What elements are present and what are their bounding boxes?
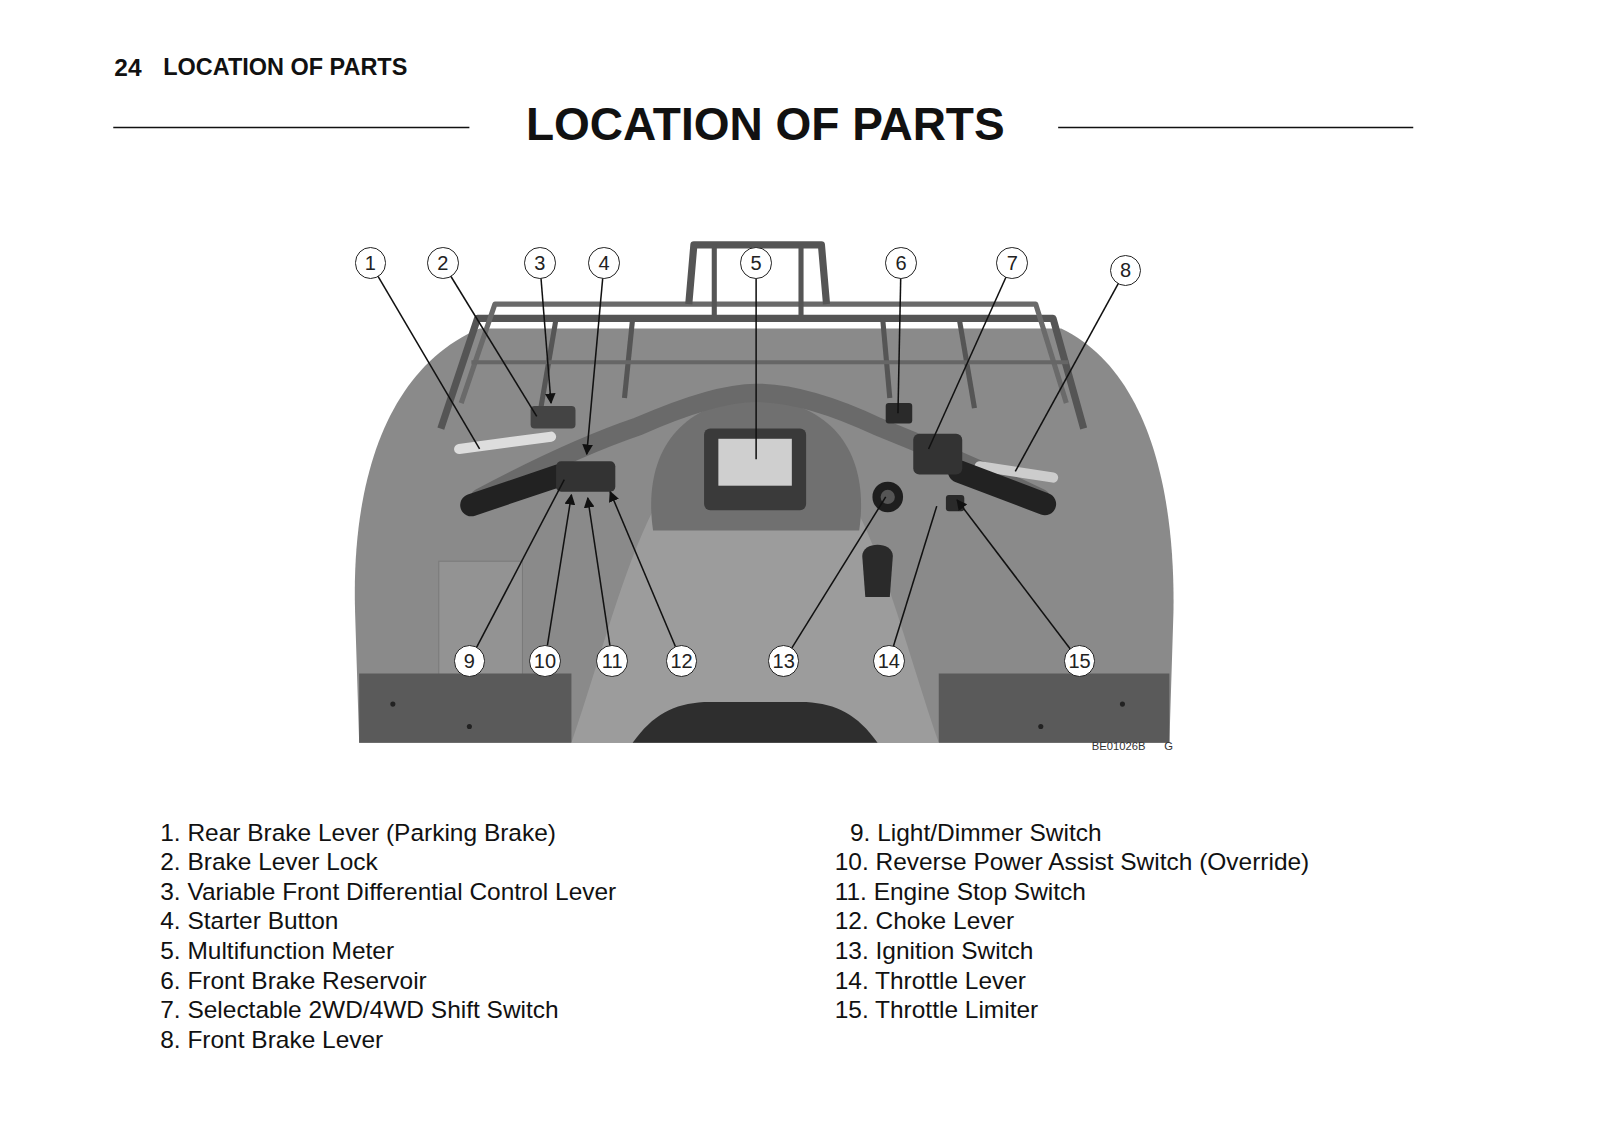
artwork-group [113, 128, 1413, 743]
fender-bolt [390, 702, 395, 707]
callout-number: 14 [878, 651, 900, 671]
leader-line [610, 492, 681, 661]
ignition-switch [872, 482, 903, 513]
callout-number: 10 [534, 651, 556, 671]
part-list-item: 12. Choke Lever [835, 908, 1015, 935]
rack-bar [712, 245, 717, 318]
callout-circle: 14 [873, 645, 905, 677]
leader-line [957, 500, 1079, 661]
title-rule [113, 127, 469, 129]
running-header: LOCATION OF PARTS [163, 55, 407, 81]
callout-circle: 1 [355, 247, 387, 279]
rack-hoop [689, 245, 827, 304]
callout-circle: 10 [529, 645, 561, 677]
leader-line [443, 263, 537, 416]
figure-code: G [1164, 740, 1173, 752]
leader-line [755, 263, 757, 459]
brake-reservoir [886, 403, 913, 423]
callout-number: 6 [895, 253, 906, 273]
right-switch-housing [913, 434, 962, 475]
leader-line [588, 498, 612, 661]
leader-line [469, 480, 564, 662]
shift-knob [862, 545, 893, 597]
figure-code: BE01026B [1092, 740, 1146, 752]
part-list-item: 15. Throttle Limiter [835, 997, 1039, 1024]
part-list-item: 7. Selectable 2WD/4WD Shift Switch [160, 997, 558, 1024]
callout-number: 2 [437, 253, 448, 273]
fender-bolt [1038, 724, 1043, 729]
callout-circle: 9 [454, 645, 486, 677]
callout-circle: 8 [1110, 255, 1142, 287]
part-list-item: 13. Ignition Switch [835, 938, 1034, 965]
leader-line [587, 263, 604, 454]
brake-lever-lock [531, 406, 576, 428]
rack-bar [471, 360, 1068, 364]
part-list-item: 1. Rear Brake Lever (Parking Brake) [160, 819, 556, 846]
part-list-item: 11. Engine Stop Switch [835, 878, 1086, 905]
callout-number: 3 [534, 253, 545, 273]
callout-circle: 6 [885, 247, 917, 279]
leader-line [540, 263, 551, 403]
callout-number: 12 [671, 651, 693, 671]
leader-lines [370, 263, 1125, 661]
callout-number: 5 [751, 253, 762, 273]
part-list-item: 14. Throttle Lever [835, 967, 1026, 994]
left-grip [471, 476, 559, 506]
rack-bar [883, 318, 890, 398]
leader-line [370, 263, 479, 449]
part-list-item: 8. Front Brake Lever [160, 1026, 383, 1053]
callout-number: 13 [773, 651, 795, 671]
page-title: LOCATION OF PARTS [526, 99, 1005, 150]
hood-center [571, 510, 938, 743]
lower-fender [359, 673, 571, 742]
callout-number: 7 [1007, 253, 1018, 273]
part-list-item: 5. Multifunction Meter [160, 938, 394, 965]
fender-body [355, 329, 1174, 743]
part-list-item: 10. Reverse Power Assist Switch (Overrid… [835, 849, 1310, 876]
title-rule [1058, 127, 1413, 129]
callout-number: 9 [464, 651, 475, 671]
leader-line [889, 506, 937, 661]
callout-number: 8 [1120, 260, 1131, 280]
left-switch-housing [556, 461, 615, 492]
side-panel [439, 561, 523, 678]
leader-line [1015, 270, 1125, 471]
meter-display [718, 439, 791, 486]
lower-fender [939, 673, 1170, 742]
callout-circle: 7 [996, 247, 1028, 279]
fender-bolt [467, 724, 472, 729]
callout-circle: 2 [427, 247, 459, 279]
leader-line [898, 263, 901, 413]
right-grip [959, 471, 1045, 504]
part-list-item: 4. Starter Button [160, 908, 338, 935]
leader-line [545, 495, 572, 661]
throttle-limiter [946, 495, 964, 511]
part-list-item: 6. Front Brake Reservoir [160, 967, 427, 994]
meter-housing [704, 429, 806, 511]
callout-number: 11 [602, 651, 623, 671]
callout-number: 1 [365, 253, 376, 273]
callout-circle: 5 [740, 247, 772, 279]
part-list-item: 3. Variable Front Differential Control L… [160, 878, 616, 905]
part-list-item: 9. Light/Dimmer Switch [850, 819, 1102, 846]
rack-bar [624, 318, 632, 398]
callout-number: 15 [1068, 651, 1090, 671]
leader-line [929, 263, 1013, 449]
seat-front [633, 702, 878, 743]
callout-circle: 11 [596, 645, 628, 677]
fender-bolt [1120, 702, 1125, 707]
callout-number: 4 [599, 253, 610, 273]
callout-circle: 3 [524, 247, 556, 279]
rack-bar [798, 245, 803, 318]
leader-line [784, 497, 886, 661]
callout-circle: 4 [588, 247, 620, 279]
part-list-item: 2. Brake Lever Lock [160, 849, 378, 876]
page-number: 24 [114, 55, 141, 82]
